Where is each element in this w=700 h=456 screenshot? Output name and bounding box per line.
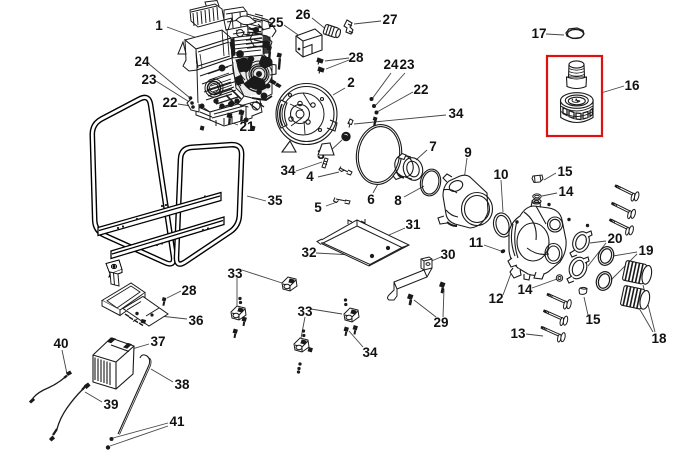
svg-text:33: 33 — [297, 304, 313, 319]
svg-text:24: 24 — [383, 57, 399, 72]
svg-text:12: 12 — [488, 291, 503, 306]
svg-text:23: 23 — [141, 72, 157, 87]
svg-text:21: 21 — [239, 119, 255, 134]
svg-text:10: 10 — [493, 167, 508, 182]
svg-text:30: 30 — [440, 247, 455, 262]
svg-text:11: 11 — [469, 235, 484, 250]
svg-text:29: 29 — [433, 315, 448, 330]
svg-text:24: 24 — [134, 54, 150, 69]
svg-text:28: 28 — [181, 283, 197, 298]
svg-text:33: 33 — [227, 266, 243, 281]
svg-text:38: 38 — [174, 377, 190, 392]
svg-text:36: 36 — [188, 313, 204, 328]
svg-text:26: 26 — [295, 7, 311, 22]
svg-text:20: 20 — [607, 231, 622, 246]
svg-text:14: 14 — [517, 282, 533, 297]
svg-text:40: 40 — [53, 336, 68, 351]
svg-text:17: 17 — [531, 26, 546, 41]
svg-text:6: 6 — [367, 192, 375, 207]
svg-text:34: 34 — [280, 163, 296, 178]
svg-text:28: 28 — [348, 50, 364, 65]
svg-text:16: 16 — [624, 78, 640, 93]
svg-text:14: 14 — [558, 184, 574, 199]
svg-text:31: 31 — [405, 217, 421, 232]
svg-text:22: 22 — [162, 95, 177, 110]
svg-text:19: 19 — [638, 243, 653, 258]
svg-text:32: 32 — [301, 245, 316, 260]
svg-text:13: 13 — [510, 326, 526, 341]
svg-text:34: 34 — [448, 106, 464, 121]
svg-text:15: 15 — [585, 312, 601, 327]
svg-text:37: 37 — [150, 334, 165, 349]
svg-text:39: 39 — [103, 397, 118, 412]
svg-text:34: 34 — [362, 345, 378, 360]
svg-text:2: 2 — [347, 75, 355, 90]
svg-text:7: 7 — [429, 139, 437, 154]
svg-text:9: 9 — [464, 145, 472, 160]
svg-text:5: 5 — [314, 200, 322, 215]
svg-text:1: 1 — [155, 18, 163, 33]
svg-text:8: 8 — [394, 193, 402, 208]
svg-text:18: 18 — [651, 331, 667, 346]
svg-text:25: 25 — [268, 15, 284, 30]
svg-text:15: 15 — [557, 164, 573, 179]
svg-text:22: 22 — [413, 82, 428, 97]
svg-text:35: 35 — [267, 193, 283, 208]
svg-text:4: 4 — [306, 169, 314, 184]
svg-text:41: 41 — [169, 414, 185, 429]
svg-text:27: 27 — [382, 12, 397, 27]
svg-text:23: 23 — [399, 57, 415, 72]
